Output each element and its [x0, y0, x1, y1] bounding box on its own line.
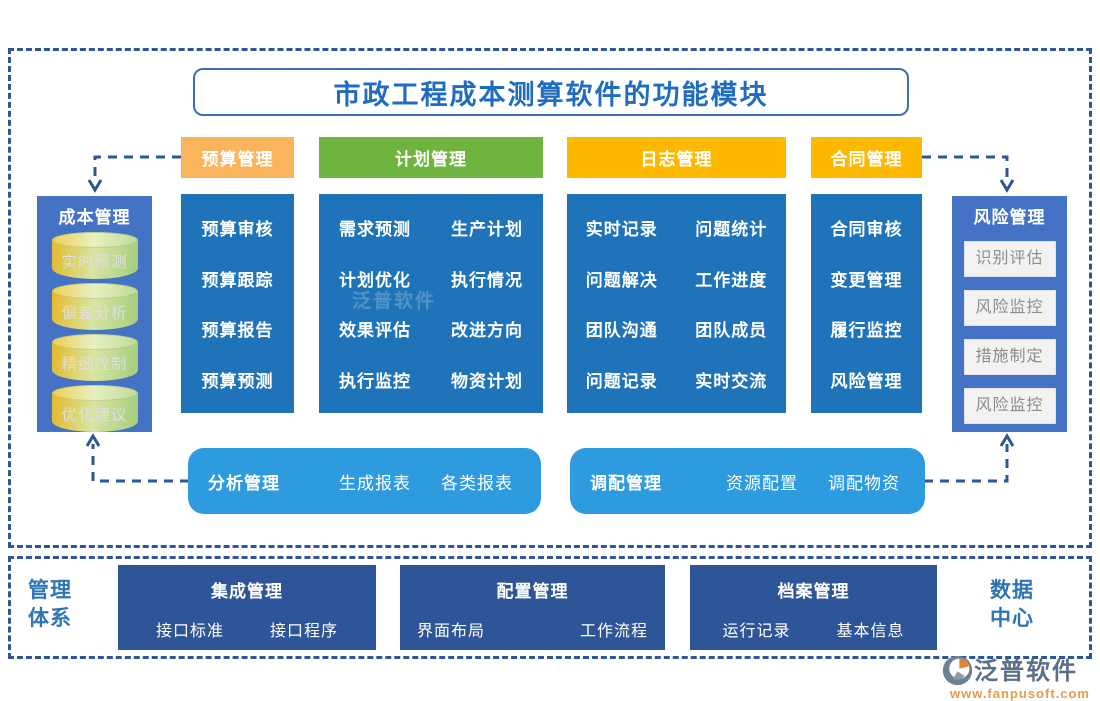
module-item: 生产计划 — [451, 219, 523, 239]
module-item: 履行监控 — [830, 321, 903, 341]
panel-title: 成本管理 — [58, 208, 131, 227]
column-budget: 预算审核 预算跟踪 预算报告 预算预测 — [181, 194, 294, 413]
box-title: 配置管理 — [496, 582, 569, 601]
box-item: 运行记录 — [722, 623, 791, 640]
module-item: 计划优化 — [339, 270, 411, 290]
pill-item: 各类报表 — [441, 473, 513, 493]
header-log-management: 日志管理 — [567, 137, 786, 178]
module-item: 实时记录 — [585, 219, 658, 239]
risk-item: 识别评估 — [963, 241, 1056, 277]
panel-cost-management: 成本管理 实时预测 偏差分析 精细控制 优化建议 — [37, 196, 152, 432]
header-plan-management: 计划管理 — [319, 137, 543, 178]
fanpu-logo: 泛普软件 www.fanpusoft.com — [941, 651, 1090, 701]
module-item: 实时交流 — [695, 372, 768, 392]
header-contract-management: 合同管理 — [811, 137, 922, 178]
module-item: 问题解决 — [585, 270, 658, 290]
module-item: 物资计划 — [451, 372, 523, 392]
header-label: 日志管理 — [640, 150, 713, 169]
panel-risk-management: 风险管理 识别评估 风险监控 措施制定 风险监控 — [952, 196, 1067, 432]
module-item: 需求预测 — [339, 219, 411, 239]
label-management-system: 管理体系 — [28, 579, 72, 631]
pill-item: 生成报表 — [339, 473, 411, 493]
column-log: 实时记录 问题统计 问题解决 工作进度 团队沟通 团队成员 问题记录 实时交流 — [567, 194, 786, 413]
cylinder-label: 优化建议 — [61, 407, 128, 424]
module-item: 合同审核 — [830, 219, 903, 239]
pill-dispatch-management: 调配管理 资源配置 调配物资 — [570, 448, 925, 514]
pill-items: 生成报表 各类报表 — [339, 469, 513, 494]
box-archive-management: 档案管理 运行记录 基本信息 — [690, 565, 937, 650]
module-item: 效果评估 — [339, 321, 411, 341]
panel-title: 风险管理 — [973, 208, 1046, 227]
pill-title: 调配管理 — [590, 473, 662, 493]
box-item: 基本信息 — [836, 623, 905, 640]
cylinder-label: 偏差分析 — [61, 305, 128, 322]
header-label: 计划管理 — [395, 150, 467, 169]
module-item: 问题记录 — [585, 372, 658, 392]
cylinder-label: 精细控制 — [61, 356, 128, 373]
module-item: 执行监控 — [339, 372, 411, 392]
main-dashed-frame — [8, 48, 1092, 548]
box-title: 档案管理 — [777, 582, 850, 601]
header-label: 合同管理 — [830, 150, 903, 169]
module-item: 团队沟通 — [585, 321, 658, 341]
module-item: 预算报告 — [201, 321, 274, 341]
box-item: 界面布局 — [416, 623, 485, 640]
column-plan: 需求预测 生产计划 计划优化 执行情况 效果评估 改进方向 执行监控 物资计划 — [319, 194, 543, 413]
pill-item: 调配物资 — [828, 473, 900, 493]
pill-analysis-management: 分析管理 生成报表 各类报表 — [188, 448, 541, 514]
fanpu-logo-name: 泛普软件 — [973, 658, 1078, 685]
box-title: 集成管理 — [211, 582, 283, 601]
pill-items: 资源配置 调配物资 — [726, 469, 900, 494]
db-cylinder: 实时预测 — [51, 232, 138, 279]
box-items: 界面布局 工作流程 — [400, 617, 665, 641]
module-item: 工作进度 — [695, 270, 768, 290]
db-cylinder: 偏差分析 — [51, 283, 138, 330]
module-item: 执行情况 — [451, 270, 523, 290]
module-item: 预算预测 — [201, 372, 274, 392]
fanpu-logo-text: 泛普软件 www.fanpusoft.com — [950, 651, 1090, 701]
box-integration-management: 集成管理 接口标准 接口程序 — [118, 565, 376, 650]
db-cylinder: 优化建议 — [51, 385, 138, 432]
risk-item: 风险监控 — [963, 290, 1056, 326]
bottom-dashed-frame — [8, 556, 1092, 659]
pill-item: 资源配置 — [726, 473, 798, 493]
module-item: 改进方向 — [451, 321, 523, 341]
header-budget-management: 预算管理 — [181, 137, 294, 178]
module-item: 团队成员 — [695, 321, 768, 341]
module-item: 风险管理 — [830, 372, 903, 392]
column-contract: 合同审核 变更管理 履行监控 风险管理 — [811, 194, 922, 413]
module-item: 预算审核 — [201, 219, 274, 239]
fanpu-logo-icon — [942, 655, 973, 686]
risk-item: 风险监控 — [963, 388, 1056, 424]
label-data-center: 数据中心 — [990, 579, 1034, 631]
page-title: 市政工程成本测算软件的功能模块 — [333, 79, 769, 110]
cylinder-label: 实时预测 — [61, 254, 128, 271]
module-item: 变更管理 — [830, 270, 903, 290]
module-item: 预算跟踪 — [201, 270, 274, 290]
box-item: 接口程序 — [270, 623, 339, 640]
fanpu-logo-url: www.fanpusoft.com — [949, 686, 1090, 701]
box-items: 接口标准 接口程序 — [118, 617, 376, 641]
module-item: 问题统计 — [695, 219, 768, 239]
box-item: 工作流程 — [580, 623, 649, 640]
watermark: 泛普软件 — [352, 291, 437, 312]
header-label: 预算管理 — [201, 150, 274, 169]
diagram-title-box: 市政工程成本测算软件的功能模块 — [193, 68, 909, 116]
pill-title: 分析管理 — [208, 473, 280, 493]
box-item: 接口标准 — [155, 623, 224, 640]
box-items: 运行记录 基本信息 — [690, 617, 937, 641]
db-cylinder: 精细控制 — [51, 334, 138, 381]
box-configuration-management: 配置管理 界面布局 工作流程 — [400, 565, 665, 650]
risk-item: 措施制定 — [963, 339, 1056, 375]
